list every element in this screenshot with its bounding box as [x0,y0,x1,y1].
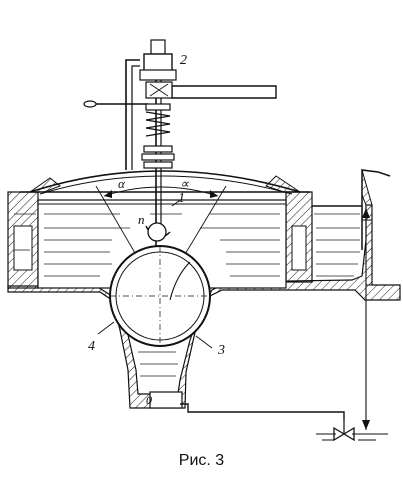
bracket-2 [131,65,140,170]
level-arrow-bottom [362,420,370,430]
handle-knob [83,100,97,108]
label-1: 1 [178,191,185,206]
probe-ball [147,222,167,242]
label-4: 4 [88,339,95,354]
arc-arrow-right [210,190,218,198]
dome-edge-right [265,175,302,193]
label-2: 2 [180,53,187,68]
collar-x2 [149,83,169,97]
label-n: n [138,212,145,227]
gear-housing [143,53,173,73]
pipe-arrow [169,261,191,301]
label-3: 3 [217,343,225,358]
outlet-water [316,433,388,441]
outlet [149,391,183,409]
arc-arrow-left [104,190,112,198]
bracket [125,59,140,170]
label-o: 0 [146,393,152,407]
leader-3 [195,335,213,349]
spring-upper [145,103,171,137]
ground-line [361,169,391,250]
label-alpha-left: α [118,176,126,191]
leader-4 [97,321,115,335]
drain-pipe [180,403,345,420]
dome-cover [29,170,301,193]
right-wall-inner [291,225,307,271]
level-arrow-top [362,208,370,218]
left-wall-inner [13,225,33,271]
figure-caption: Рис. 3 [178,452,225,469]
shaft-top [150,39,166,55]
dome-cover-inner [39,175,293,195]
label-alpha-right: ∝ [180,176,190,191]
leader-1 [171,199,181,207]
lever-arm [171,85,277,99]
dome-edge-left [28,177,61,193]
gear-housing-2 [139,69,177,81]
spring-lower [141,145,175,169]
